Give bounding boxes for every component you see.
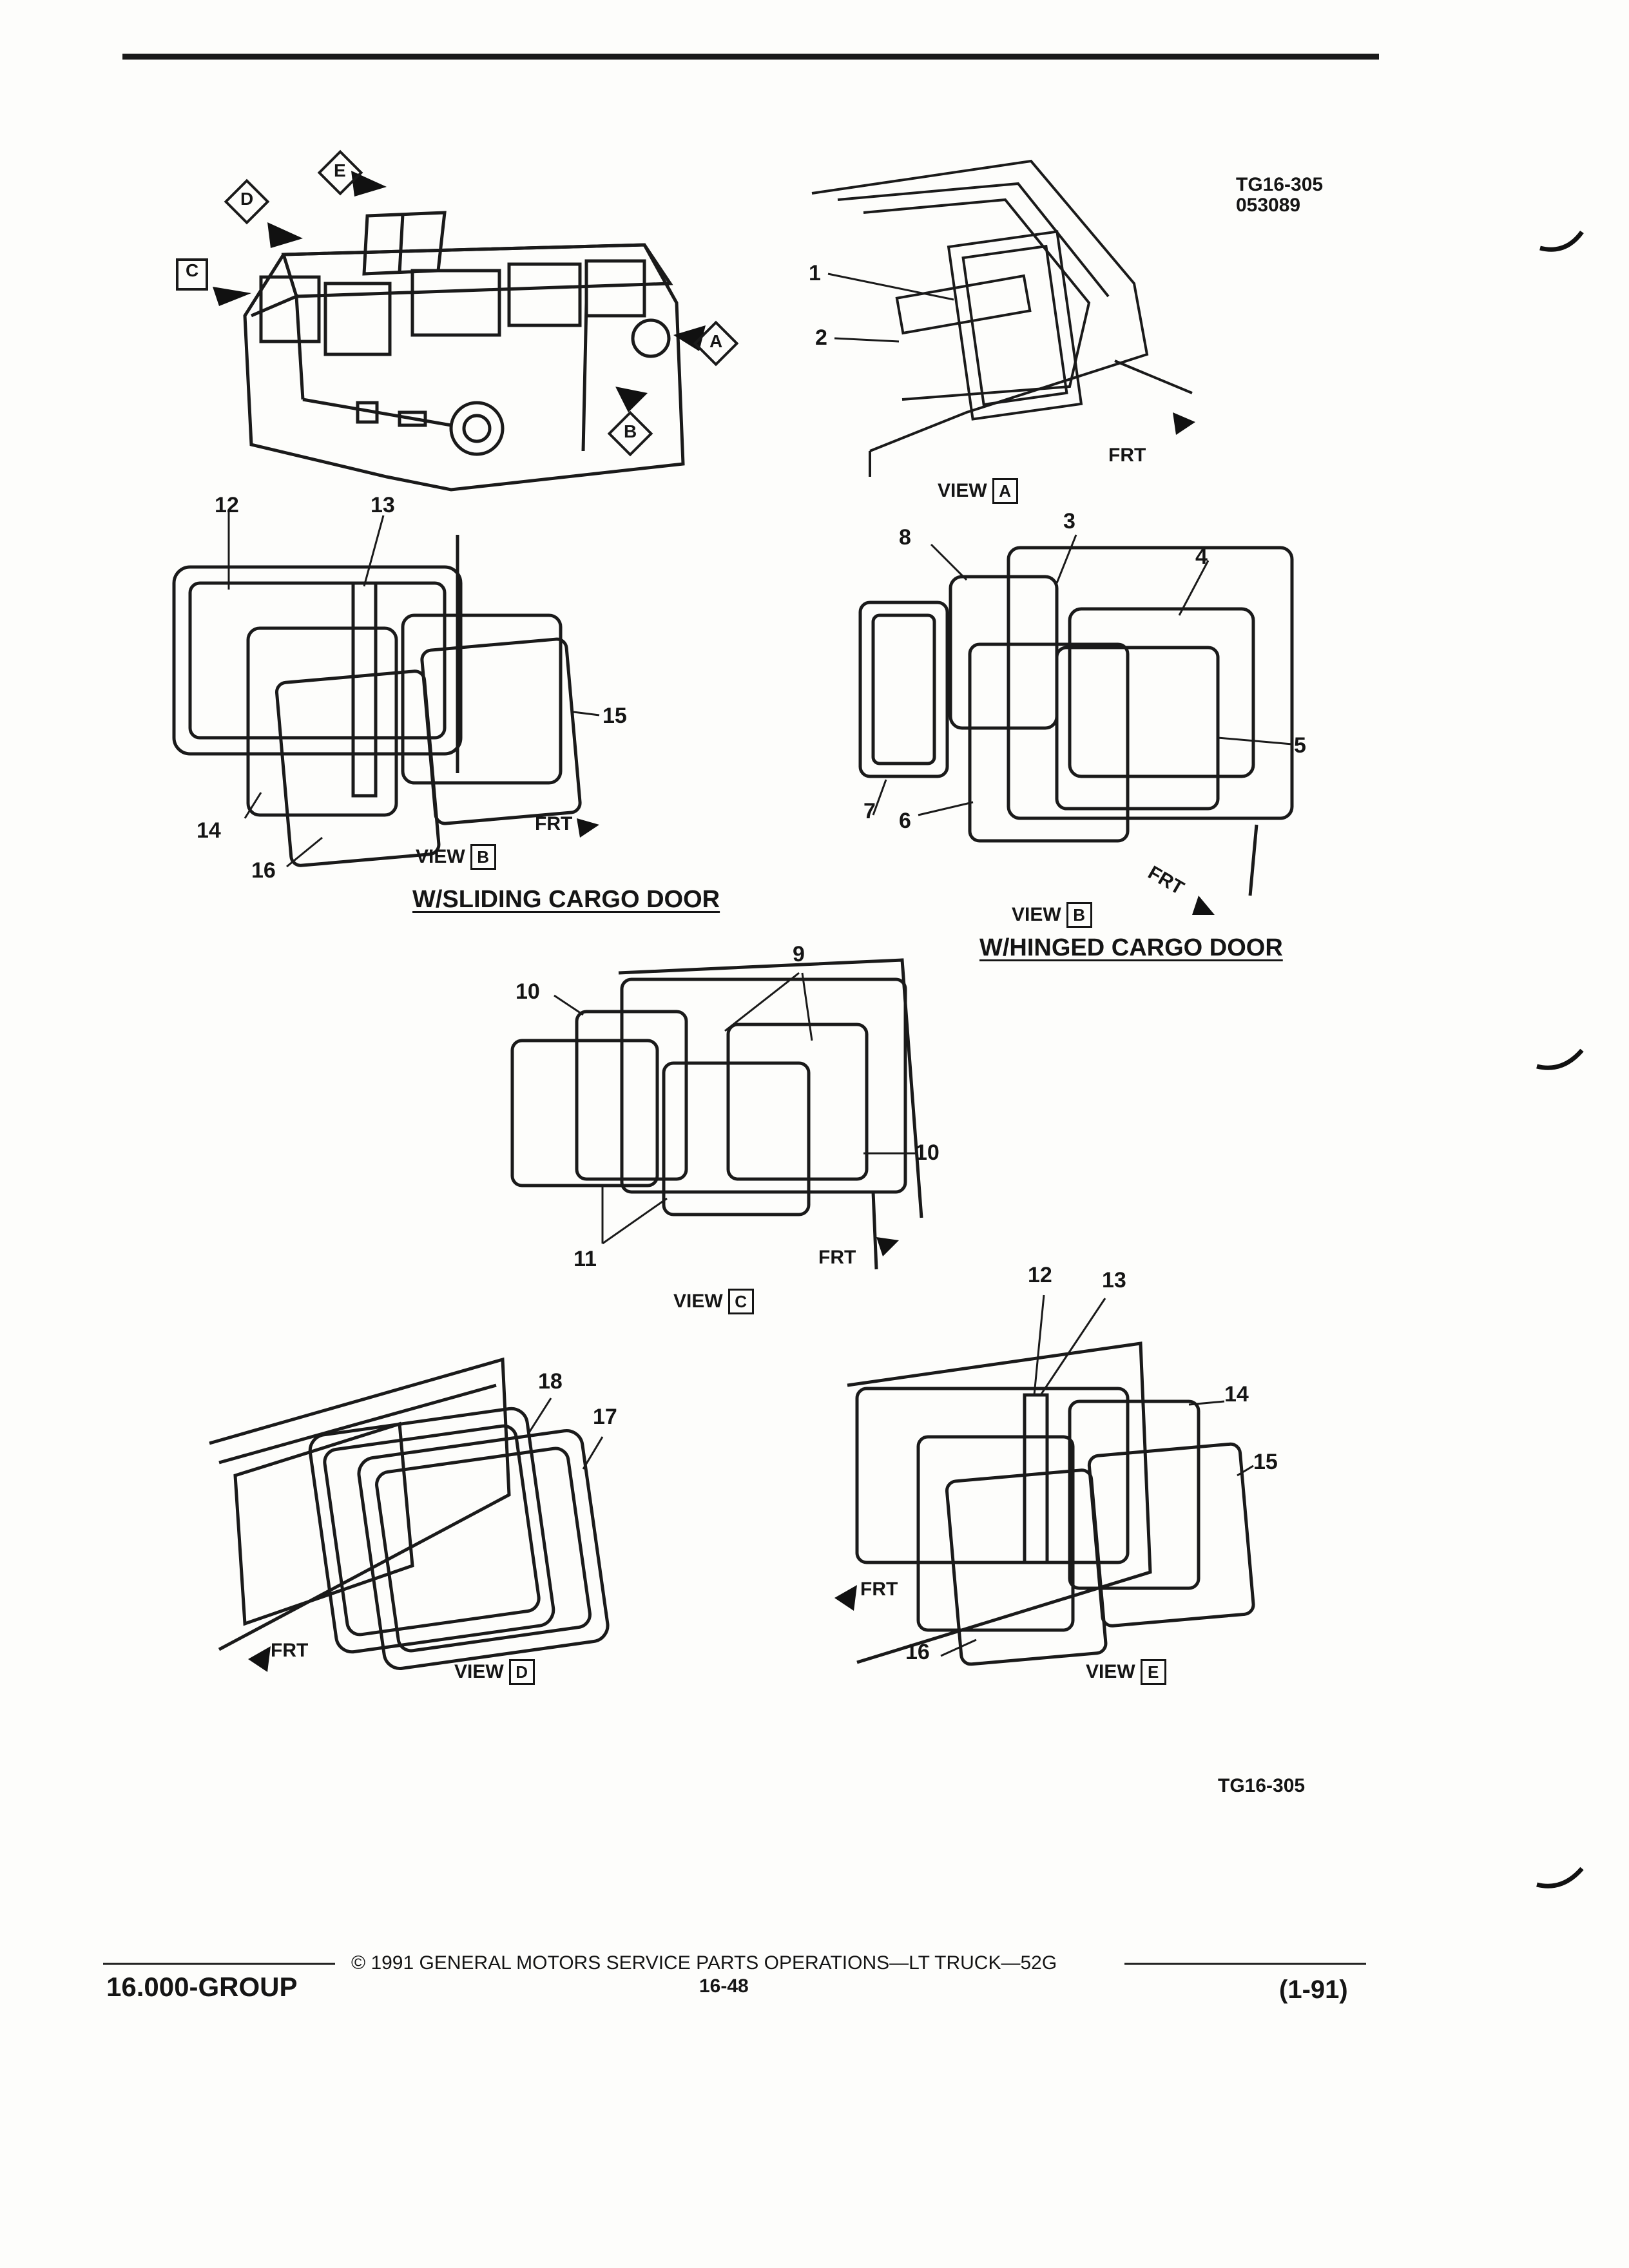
callout-10-left: 10 [516,979,540,1004]
van-overview-drawing [243,211,685,492]
view-letter-a: A [709,331,723,351]
callout-14-e: 14 [1224,1382,1249,1407]
view-e-drawing [847,1341,1255,1666]
punch-marks [1536,230,1584,1888]
callout-12-e: 12 [1028,1263,1052,1287]
footer-group: 16.000-GROUP [106,1972,298,2002]
callout-14: 14 [197,818,221,843]
callout-13: 13 [371,493,395,517]
figure-code: TG16-305 [1236,174,1324,195]
callout-1: 1 [809,261,821,285]
callout-13-e: 13 [1102,1268,1126,1293]
view-letter-d: D [240,189,254,209]
callout-18: 18 [538,1369,563,1394]
callout-11: 11 [574,1247,597,1271]
view-b-hinged-drawing [858,546,1294,896]
callout-17: 17 [593,1405,617,1429]
view-c-drawing [510,958,923,1270]
view-letter-e: E [334,160,346,180]
callout-2: 2 [815,325,827,350]
view-letter-b: B [624,421,637,441]
callout-4: 4 [1195,544,1208,569]
callout-15-e: 15 [1253,1450,1278,1474]
footer-page-number: 16-48 [699,1975,749,1997]
frt-label: FRT [271,1640,309,1661]
callout-15: 15 [602,704,627,728]
view-d-drawing [209,1357,610,1671]
bottom-figure-code: TG16-305 [1218,1775,1306,1796]
figure-date: 053089 [1236,195,1301,216]
view-b-sliding-drawing [172,535,582,867]
callout-12: 12 [215,493,239,517]
callout-6: 6 [899,809,911,833]
callout-7: 7 [863,799,876,823]
callout-9: 9 [793,942,805,966]
frt-label: FRT [860,1579,898,1600]
view-letter-c: C [186,260,199,280]
callout-8: 8 [899,525,911,550]
view-arrow-boxes [176,149,739,457]
frt-label: FRT [535,813,573,834]
sliding-door-caption: W/SLIDING CARGO DOOR [412,886,720,913]
callout-5: 5 [1294,733,1306,758]
callout-16: 16 [251,858,276,883]
view-a-drawing [811,159,1193,477]
callout-16-e: 16 [905,1640,930,1664]
footer-copyright: © 1991 GENERAL MOTORS SERVICE PARTS OPER… [351,1952,1057,1974]
hinged-door-caption: W/HINGED CARGO DOOR [979,934,1283,961]
frt-label: FRT [818,1247,856,1268]
view-arrows [213,171,706,412]
footer-revision: (1-91) [1279,1975,1348,2004]
callout-10-right: 10 [915,1140,940,1165]
frt-label: FRT [1108,445,1146,466]
callout-3: 3 [1063,509,1075,533]
